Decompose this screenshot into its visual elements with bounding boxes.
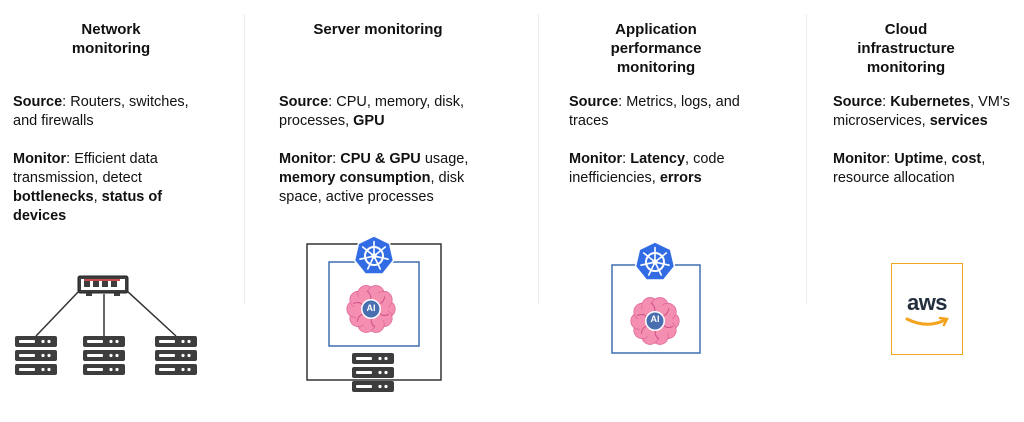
- source-text: Source: Routers, switches, and firewalls: [13, 93, 213, 131]
- bold-text: GPU: [353, 113, 385, 129]
- bold-text: Monitor: [833, 151, 887, 167]
- server-rack-icon: [155, 336, 197, 375]
- text-run: : Metrics, logs, and traces: [569, 94, 740, 129]
- text-run: :: [882, 94, 891, 110]
- monitor-text: Monitor: CPU & GPU usage, memory consump…: [279, 150, 509, 207]
- text-run: , resource allocation: [833, 151, 986, 186]
- column-divider: [806, 14, 807, 304]
- text-run: , code inefficiencies,: [569, 151, 725, 186]
- network-switch-icon: [77, 275, 129, 296]
- text-run: :: [886, 151, 895, 167]
- cloud-infrastructure-monitoring-column: Cloud infrastructure monitoring Source: …: [822, 0, 1024, 422]
- monitor-text: Monitor: Efficient data transmission, de…: [13, 150, 213, 226]
- text-run: : Efficient data transmission, detect: [13, 151, 158, 186]
- column-divider: [244, 14, 245, 304]
- column-title: Network monitoring: [0, 20, 222, 58]
- server-rack-icon: [352, 353, 394, 392]
- text-run: ,: [93, 189, 102, 205]
- ai-brain-icon: [346, 285, 396, 333]
- source-text: Source: CPU, memory, disk, processes, GP…: [279, 93, 494, 131]
- application-monitoring-diagram: [611, 241, 701, 354]
- bold-text: Source: [833, 94, 883, 110]
- title-line: Server monitoring: [313, 21, 443, 38]
- text-run: :: [622, 151, 631, 167]
- application-performance-monitoring-column: Application performance monitoring Sourc…: [558, 0, 796, 422]
- ai-label: AI: [650, 314, 660, 324]
- bold-text: Source: [279, 94, 329, 110]
- server-rack-icon: [15, 336, 57, 375]
- bold-text: Source: [569, 94, 619, 110]
- bold-text: cost: [951, 151, 982, 167]
- source-text: Source: Metrics, logs, and traces: [569, 93, 769, 131]
- text-run: ,: [943, 151, 952, 167]
- monitor-text: Monitor: Latency, code inefficiencies, e…: [569, 150, 769, 188]
- column-title: Server monitoring: [268, 20, 488, 39]
- bold-text: Monitor: [279, 151, 333, 167]
- text-run: usage,: [420, 151, 469, 167]
- title-line: monitoring: [71, 40, 151, 57]
- text-run: , disk space, active processes: [279, 170, 465, 205]
- title-line: performance: [610, 40, 702, 57]
- aws-smile-icon: [905, 316, 949, 327]
- bold-text: CPU & GPU: [340, 151, 421, 167]
- text-run: : Routers, switches, and firewalls: [13, 94, 189, 129]
- title-line: Cloud: [884, 21, 928, 38]
- bold-text: errors: [659, 170, 702, 186]
- title-line: infrastructure: [857, 40, 955, 57]
- title-line: Network: [81, 21, 141, 38]
- kubernetes-icon: [353, 235, 395, 275]
- title-line: monitoring: [616, 59, 696, 76]
- text-run: :: [332, 151, 341, 167]
- text-run: , VM's microservices,: [833, 94, 1010, 129]
- server-monitoring-diagram: [306, 235, 442, 392]
- title-line: Application: [615, 21, 697, 38]
- column-title: Cloud infrastructure monitoring: [822, 20, 990, 77]
- bold-text: Source: [13, 94, 63, 110]
- aws-logo: aws: [891, 263, 963, 355]
- column-divider: [538, 14, 539, 304]
- ai-label: AI: [366, 303, 376, 313]
- aws-wordmark: aws: [906, 290, 948, 315]
- network-monitoring-column: Network monitoring Source: Routers, swit…: [0, 0, 240, 422]
- source-text: Source: Kubernetes, VM's microservices, …: [833, 93, 1018, 131]
- bold-text: Latency: [630, 151, 686, 167]
- kubernetes-icon: [634, 241, 676, 281]
- bold-text: Kubernetes: [890, 94, 971, 110]
- bold-text: Uptime: [894, 151, 944, 167]
- bold-text: services: [929, 113, 988, 129]
- network-diagram: [15, 275, 197, 375]
- bold-text: Monitor: [13, 151, 67, 167]
- bold-text: memory consumption: [279, 170, 431, 186]
- bold-text: bottlenecks: [13, 189, 94, 205]
- bold-text: Monitor: [569, 151, 623, 167]
- column-title: Application performance monitoring: [558, 20, 754, 77]
- monitor-text: Monitor: Uptime, cost, resource allocati…: [833, 150, 1018, 188]
- ai-brain-icon: [630, 297, 680, 345]
- bold-text: status of devices: [13, 189, 163, 224]
- text-run: : CPU, memory, disk, processes,: [279, 94, 465, 129]
- title-line: monitoring: [866, 59, 946, 76]
- server-monitoring-column: Server monitoring Source: CPU, memory, d…: [268, 0, 516, 422]
- server-rack-icon: [83, 336, 125, 375]
- network-links: [35, 289, 177, 337]
